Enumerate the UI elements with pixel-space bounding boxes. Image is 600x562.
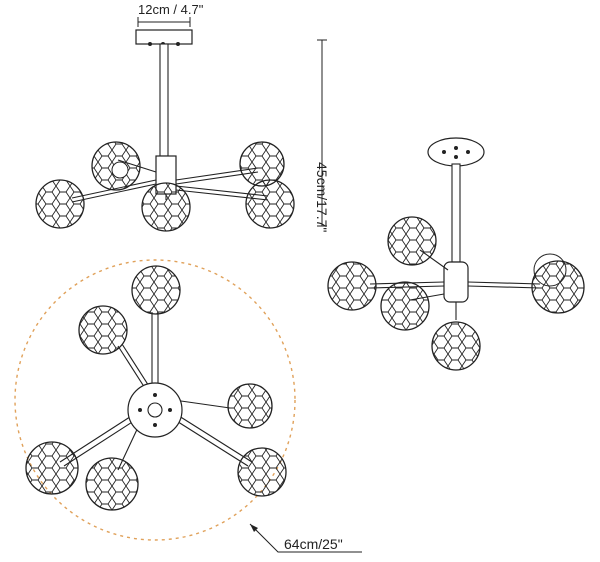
globe bbox=[35, 179, 85, 229]
diameter-label: 64cm/25" bbox=[284, 536, 343, 552]
globe bbox=[327, 261, 377, 311]
center-body bbox=[443, 261, 469, 303]
globe bbox=[531, 260, 585, 314]
front-globes bbox=[35, 141, 295, 232]
globe bbox=[227, 383, 273, 429]
globe bbox=[25, 441, 79, 495]
canopy bbox=[135, 29, 193, 45]
globe bbox=[245, 179, 295, 229]
globe bbox=[141, 182, 191, 232]
diameter-leader-line bbox=[249, 523, 362, 553]
globe bbox=[78, 305, 128, 355]
front-view bbox=[35, 17, 327, 232]
canopy-width-label: 12cm / 4.7" bbox=[138, 2, 204, 17]
globe bbox=[85, 457, 139, 511]
globe bbox=[431, 321, 481, 371]
globe bbox=[237, 447, 287, 497]
globe bbox=[387, 216, 437, 266]
globe bbox=[131, 265, 181, 315]
perspective-view bbox=[327, 137, 585, 371]
down-rod bbox=[159, 43, 169, 157]
diameter-circle bbox=[14, 259, 296, 541]
height-label: 45cm/17.7" bbox=[314, 162, 330, 233]
globe bbox=[239, 141, 285, 187]
bottom-view bbox=[14, 259, 362, 553]
down-rod bbox=[451, 163, 461, 263]
globe bbox=[380, 281, 430, 331]
canopy bbox=[427, 137, 485, 167]
